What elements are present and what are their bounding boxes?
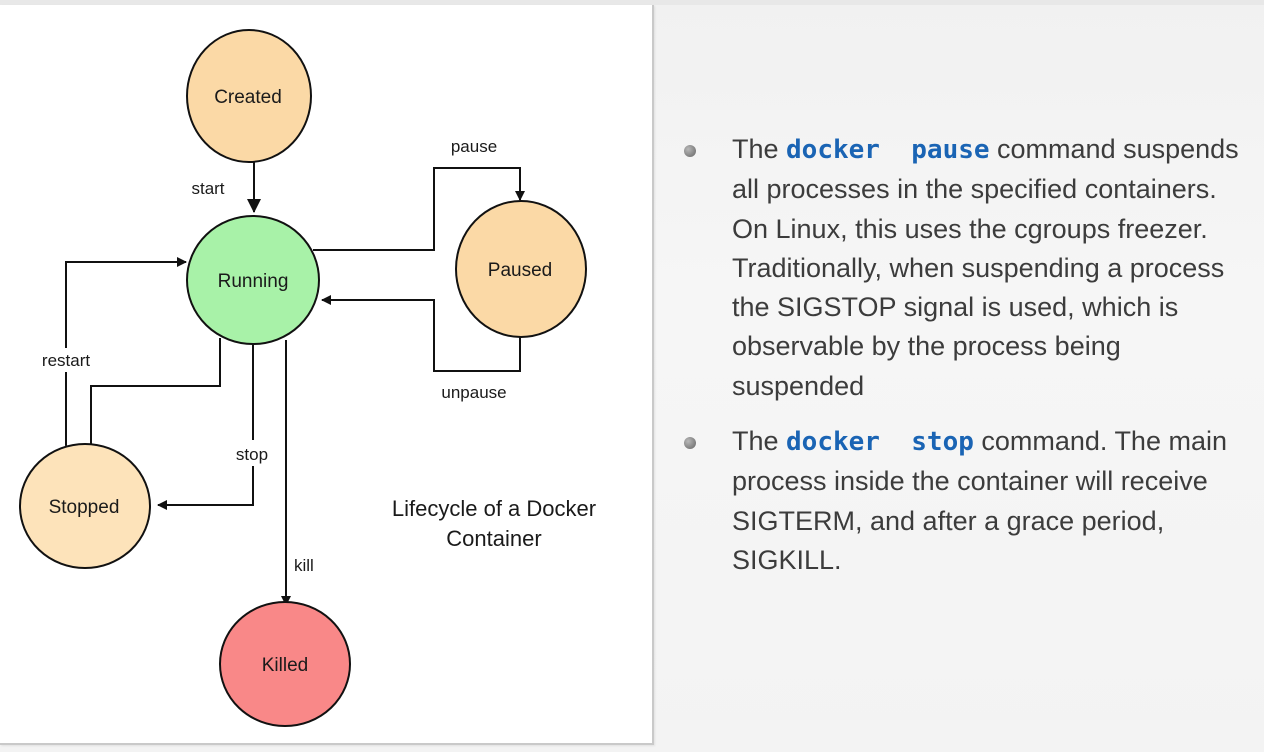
node-paused-label: Paused (488, 260, 552, 281)
edge-restart (65, 257, 187, 448)
edge-label-kill: kill (294, 556, 314, 575)
bullet-icon (684, 145, 696, 157)
lifecycle-diagram-panel: Created Running Paused Stopped Killed re… (0, 5, 654, 745)
top-strip (0, 0, 1264, 5)
code-docker-stop: docker stop (786, 427, 974, 458)
node-created: Created (186, 29, 312, 163)
node-running-label: Running (218, 271, 289, 292)
edge-unpause (321, 295, 521, 372)
node-running: Running (186, 215, 320, 345)
bullet-text: command. The main process inside the con… (732, 426, 1227, 575)
bullet-prefix: The (732, 134, 787, 164)
node-created-label: Created (214, 87, 282, 108)
edge-label-start: start (191, 179, 224, 198)
node-stopped-label: Stopped (49, 497, 120, 518)
bullet-docker-pause: The docker pause command suspends all pr… (684, 130, 1244, 406)
edge-label-pause: pause (451, 137, 497, 156)
node-paused: Paused (455, 200, 587, 338)
diagram-caption-line-1: Lifecycle of a Docker (392, 496, 596, 521)
node-stopped: Stopped (19, 443, 151, 569)
edge-stopped-connector (90, 338, 221, 446)
edge-label-unpause: unpause (441, 383, 506, 402)
node-killed: Killed (219, 601, 351, 727)
bullet-prefix: The (732, 426, 787, 457)
bullet-list: The docker pause command suspends all pr… (684, 130, 1244, 596)
bullet-icon (684, 437, 696, 450)
edge-pause (313, 167, 525, 251)
diagram-caption-line-2: Container (446, 526, 541, 551)
edge-stop (157, 344, 254, 510)
node-killed-label: Killed (262, 655, 308, 676)
edge-label-stop: stop (236, 445, 268, 464)
bullet-text: command suspends all processes in the sp… (732, 134, 1239, 401)
bullet-docker-stop: The docker stop command. The main proces… (684, 422, 1244, 580)
code-docker-pause: docker pause (786, 135, 990, 165)
lifecycle-diagram: Created Running Paused Stopped Killed re… (19, 29, 596, 727)
edge-label-restart: restart (42, 351, 90, 370)
